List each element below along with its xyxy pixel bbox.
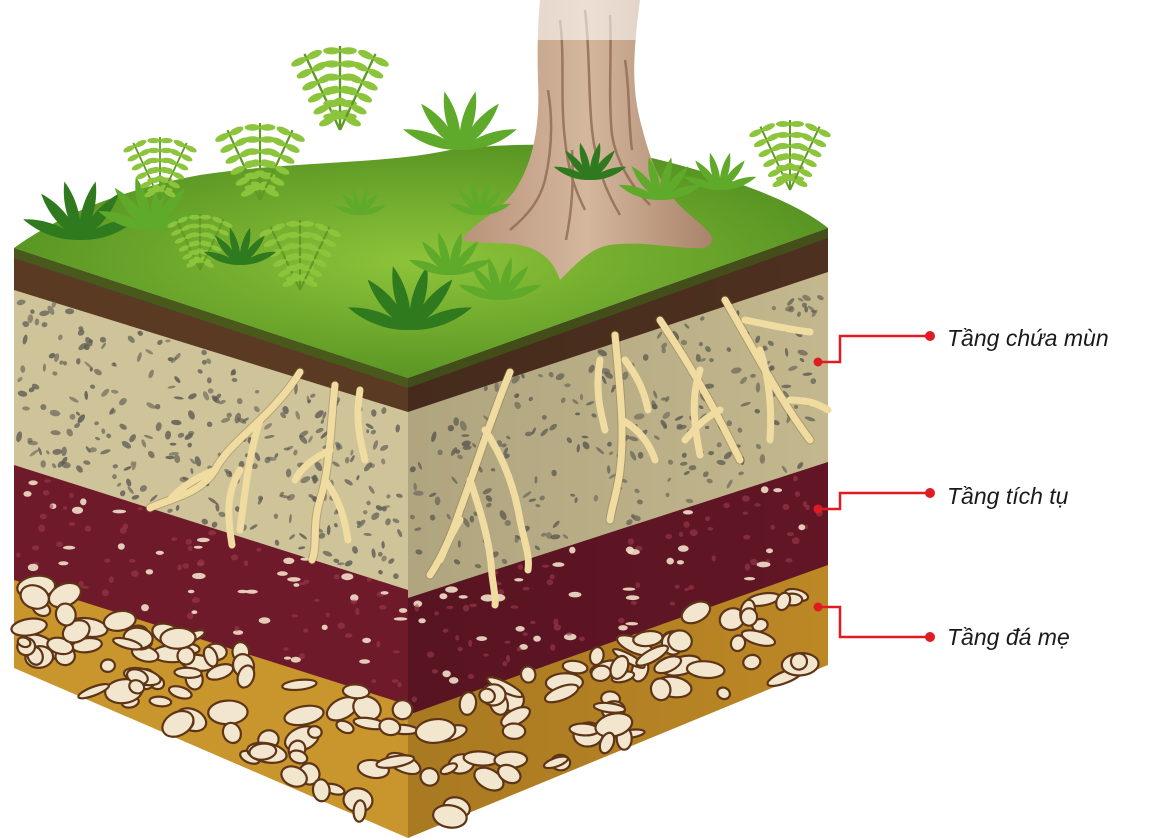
label-accumulation-layer: Tầng tích tụ (947, 483, 1068, 510)
label-humus-layer: Tầng chứa mùn (947, 325, 1109, 352)
pointer-accumulation (814, 488, 936, 514)
pointer-lines (814, 331, 936, 642)
label-parent-rock-layer: Tầng đá mẹ (947, 624, 1070, 651)
pointer-humus (814, 331, 936, 367)
pointer-parent-rock (814, 603, 936, 643)
